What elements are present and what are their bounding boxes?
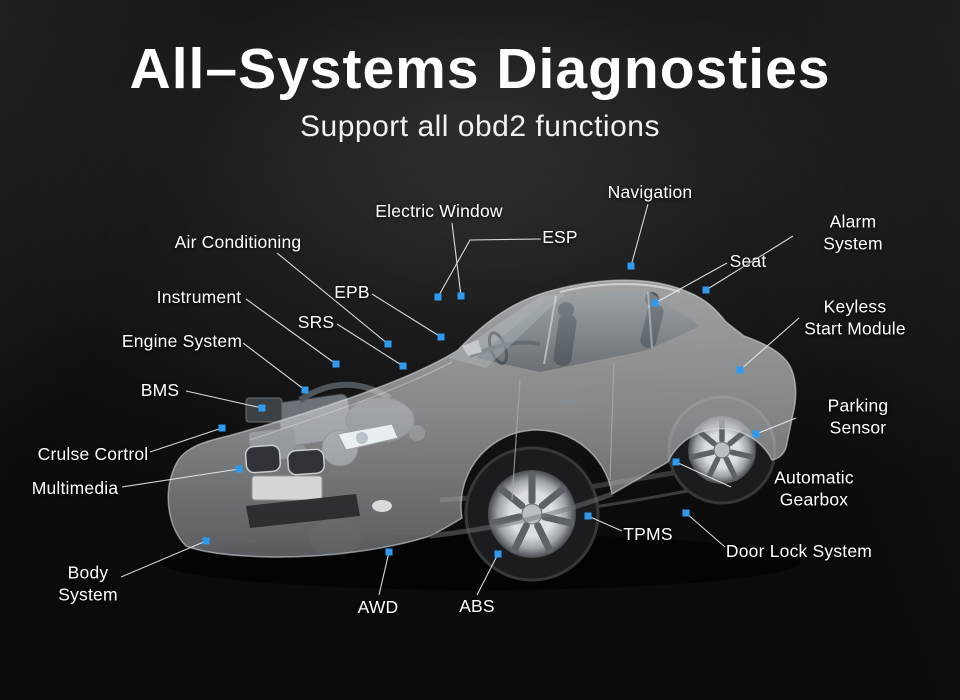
side-window bbox=[476, 291, 700, 372]
c-pillar bbox=[647, 291, 653, 349]
front-wheel bbox=[464, 446, 600, 582]
lower-intake bbox=[246, 494, 360, 528]
header: All–Systems Diagnosties Support all obd2… bbox=[0, 37, 960, 144]
b-pillar bbox=[543, 295, 557, 365]
page-subtitle: Support all obd2 functions bbox=[300, 109, 660, 143]
headlight bbox=[337, 423, 399, 451]
page-title: All–Systems Diagnosties bbox=[129, 37, 831, 101]
grille bbox=[244, 444, 282, 474]
fog-light bbox=[372, 500, 392, 512]
body-lines bbox=[249, 283, 681, 539]
license-plate bbox=[251, 475, 323, 501]
front-fascia bbox=[244, 423, 399, 528]
